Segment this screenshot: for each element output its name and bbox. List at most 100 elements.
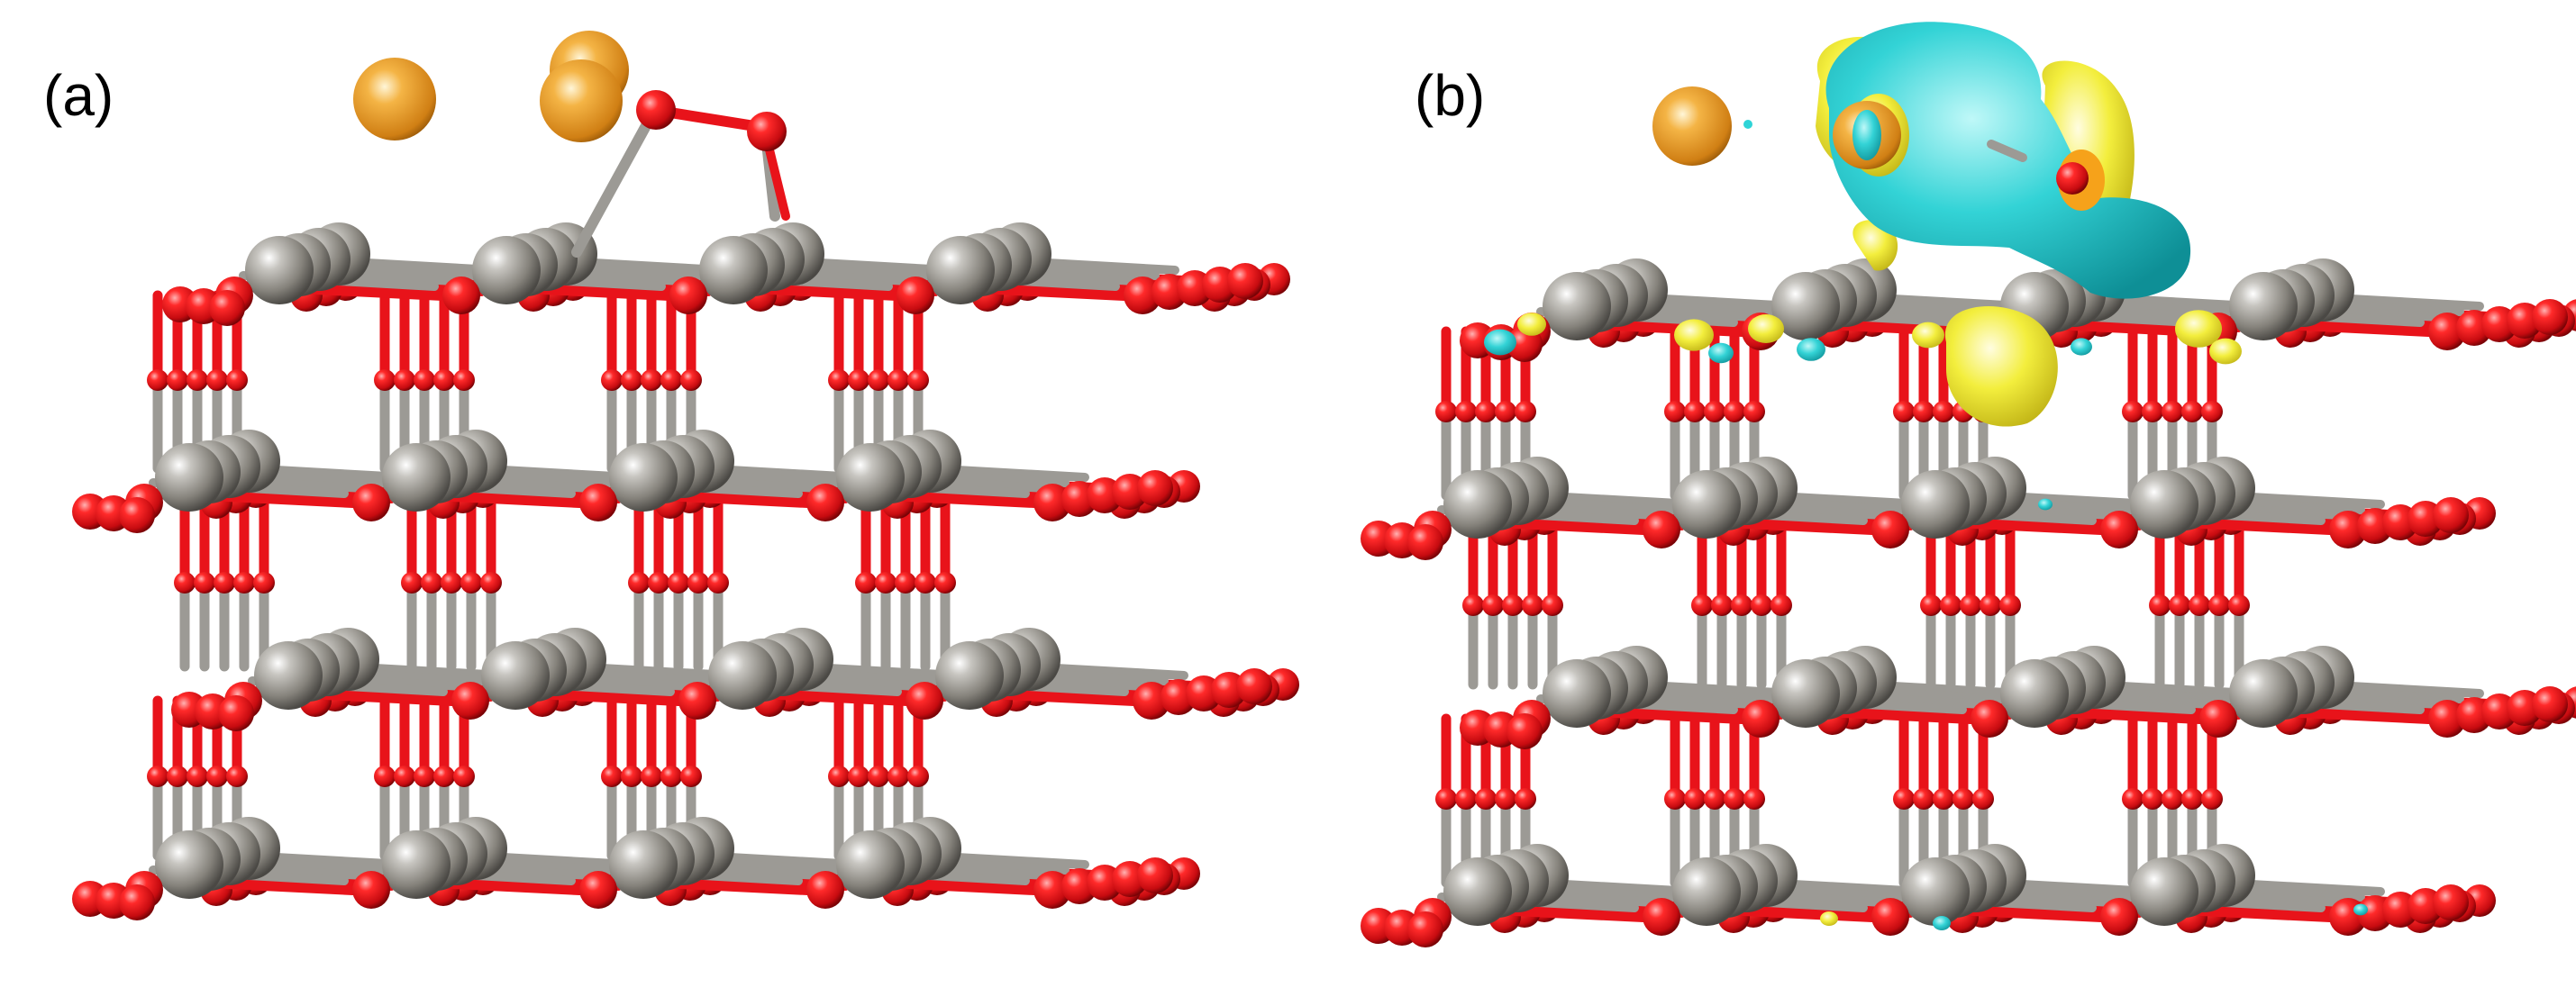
- oxygen-atom: [1972, 788, 1994, 810]
- oxygen-atom: [1482, 594, 1504, 616]
- oxygen-atom: [2056, 162, 2089, 195]
- metal-atom: [481, 641, 550, 710]
- oxygen-atom: [907, 766, 929, 787]
- oxygen-atom: [433, 369, 455, 391]
- oxygen-atom: [1724, 401, 1745, 422]
- oxygen-atom: [1435, 401, 1457, 422]
- metal-atom: [382, 830, 451, 899]
- metal-atom: [935, 641, 1004, 710]
- panel-label-b: (b): [1415, 63, 1485, 128]
- oxygen-atom: [214, 572, 235, 594]
- metal-atom: [1771, 659, 1840, 728]
- oxygen-atom: [2428, 700, 2466, 738]
- metal-atom: [1901, 857, 1970, 926]
- oxygen-atom: [1770, 594, 1792, 616]
- charge-lobe: [1797, 338, 1825, 361]
- charge-lobe: [1708, 342, 1734, 364]
- metal-atom: [1901, 470, 1970, 539]
- oxygen-atom: [1664, 788, 1686, 810]
- metal-atom: [155, 830, 223, 899]
- oxygen-atom: [1033, 871, 1071, 909]
- oxygen-atom: [848, 369, 869, 391]
- oxygen-atom: [2329, 511, 2367, 548]
- oxygen-atom: [1933, 401, 1954, 422]
- oxygen-atom: [414, 766, 435, 787]
- metal-atom: [2130, 857, 2198, 926]
- oxygen-atom: [1462, 594, 1484, 616]
- metal-atom: [2229, 659, 2298, 728]
- oxygen-atom: [167, 369, 188, 391]
- metal-atom: [926, 236, 995, 304]
- oxygen-atom: [2100, 898, 2138, 936]
- oxygen-atom: [2532, 299, 2568, 335]
- charge-accumulation-lobe: [1944, 306, 2058, 427]
- oxygen-atom: [875, 572, 897, 594]
- metal-atom: [708, 641, 777, 710]
- bond: [1987, 140, 2027, 162]
- oxygen-atom: [119, 497, 155, 533]
- oxygen-atom: [1691, 594, 1713, 616]
- oxygen-atom: [1495, 401, 1516, 422]
- oxygen-atom: [2201, 788, 2223, 810]
- oxygen-atom: [2162, 401, 2183, 422]
- panel-b-structure: [1361, 22, 2576, 947]
- oxygen-atom: [680, 766, 702, 787]
- metal-atom: [609, 443, 678, 512]
- oxygen-atom: [352, 484, 390, 521]
- oxygen-atom: [174, 572, 196, 594]
- oxygen-atom: [187, 766, 208, 787]
- charge-lobe: [1484, 329, 1516, 356]
- oxygen-atom: [1407, 911, 1443, 947]
- oxygen-atom: [1913, 401, 1934, 422]
- oxygen-atom: [669, 276, 707, 314]
- charge-lobe: [1674, 319, 1714, 351]
- oxygen-atom: [352, 871, 390, 909]
- oxygen-atom: [707, 572, 729, 594]
- oxygen-atom: [628, 572, 650, 594]
- oxygen-atom: [2228, 594, 2250, 616]
- oxygen-atom: [648, 572, 669, 594]
- oxygen-atom: [1971, 700, 2008, 738]
- oxygen-atom: [660, 766, 682, 787]
- oxygen-atom: [1475, 401, 1497, 422]
- oxygen-atom: [1137, 857, 1173, 893]
- oxygen-atom: [1643, 898, 1680, 936]
- oxygen-atom: [414, 369, 435, 391]
- oxygen-atom: [1999, 594, 2021, 616]
- oxygen-atom: [442, 276, 480, 314]
- oxygen-atom: [1506, 713, 1543, 749]
- oxygen-atom: [1515, 401, 1536, 422]
- panel-label-a: (a): [43, 63, 114, 128]
- oxygen-atom: [147, 766, 168, 787]
- oxygen-atom: [374, 369, 396, 391]
- metal-atom: [609, 830, 678, 899]
- oxygen-atom: [660, 369, 682, 391]
- metal-atom: [836, 830, 905, 899]
- oxygen-atom: [678, 682, 716, 720]
- adatom: [540, 59, 623, 142]
- oxygen-atom: [1435, 788, 1457, 810]
- oxygen-atom: [2428, 313, 2466, 350]
- oxygen-atom: [895, 572, 916, 594]
- oxygen-atom: [460, 572, 482, 594]
- oxygen-atom: [1960, 594, 1981, 616]
- metal-atom: [836, 443, 905, 512]
- metal-atom: [472, 236, 541, 304]
- oxygen-atom: [1980, 594, 2001, 616]
- oxygen-atom: [1643, 511, 1680, 548]
- oxygen-atom: [897, 276, 934, 314]
- charge-lobe: [2175, 310, 2222, 348]
- oxygen-atom: [209, 290, 245, 326]
- oxygen-atom: [855, 572, 877, 594]
- charge-lobe: [2038, 498, 2053, 511]
- oxygen-atom: [2181, 401, 2203, 422]
- oxygen-atom: [480, 572, 502, 594]
- metal-atom: [1672, 470, 1741, 539]
- oxygen-atom: [1893, 401, 1915, 422]
- oxygen-atom: [233, 572, 255, 594]
- metal-atom: [254, 641, 323, 710]
- oxygen-atom: [1743, 788, 1765, 810]
- charge-depletion-lobe: [1825, 22, 2191, 299]
- metal-atom: [245, 236, 314, 304]
